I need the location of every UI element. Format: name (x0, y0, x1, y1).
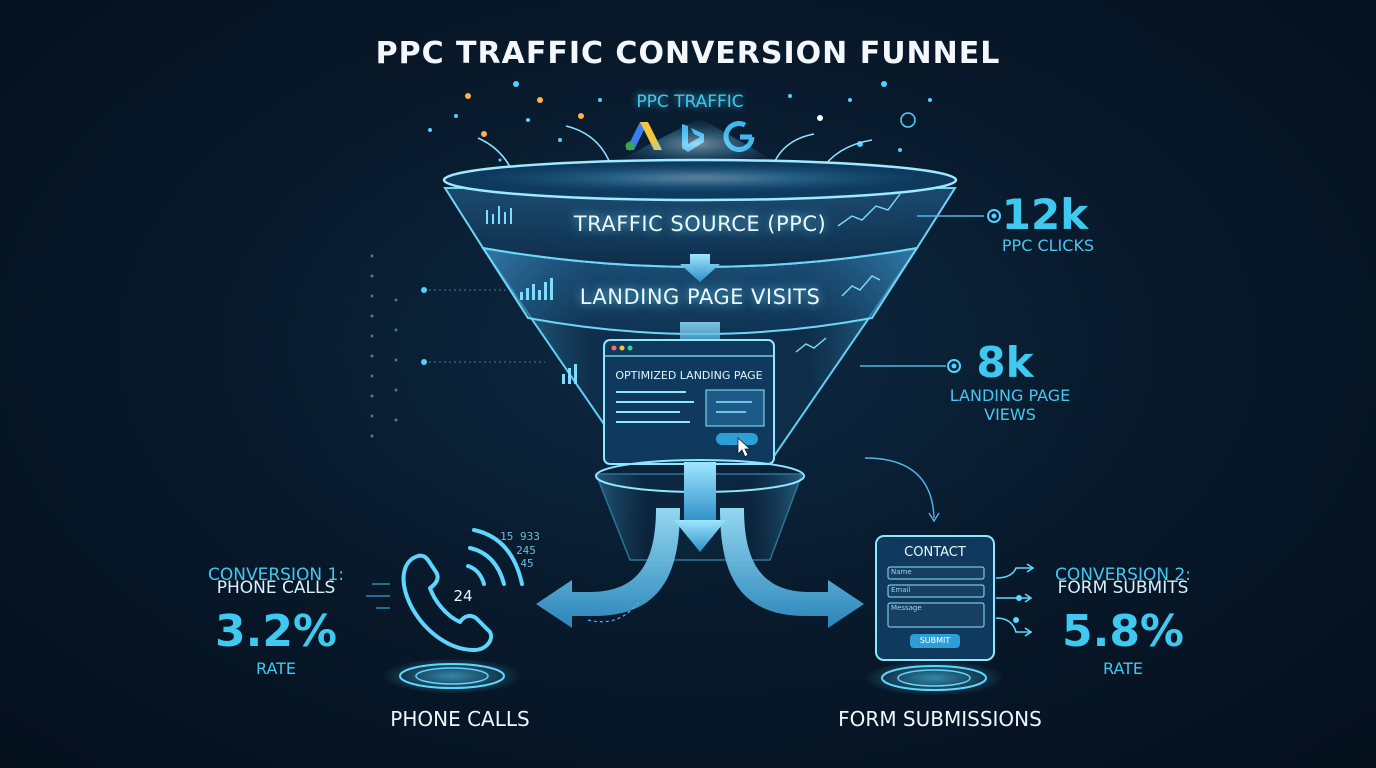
landing-page-window-title: OPTIMIZED LANDING PAGE (615, 369, 763, 382)
mini-bar-decoration (486, 206, 577, 384)
ppc-clicks-label: PPC CLICKS (1001, 236, 1095, 255)
stage-landing-visits-label: LANDING PAGE VISITS (579, 285, 821, 309)
digits-line-3: 45 (520, 557, 534, 570)
contact-form-card (875, 535, 995, 661)
connector-node (947, 359, 961, 373)
conversion-2-rate-label: RATE (1102, 659, 1144, 678)
phone-icon (401, 553, 493, 652)
name-field-placeholder: Name (891, 568, 912, 576)
split-arrows (536, 462, 864, 628)
connector-dot (421, 287, 427, 293)
contact-form-title: CONTACT (904, 545, 966, 560)
sparkle-particles (428, 81, 932, 172)
conversion-1-heading: CONVERSION 1: (208, 565, 344, 585)
speed-lines (366, 583, 390, 609)
message-field-placeholder: Message (891, 604, 922, 612)
phone-badge-number: 24 (453, 587, 473, 605)
conversion-1-rate-label: RATE (255, 659, 297, 678)
ppc-clicks-value: 12k (1001, 190, 1089, 239)
conversion-2-rate: 5.8% (1061, 606, 1185, 657)
page-title: PPC TRAFFIC CONVERSION FUNNEL (375, 36, 1001, 71)
phone-calls-label: PHONE CALLS (390, 707, 530, 731)
conversion-2-subheading: FORM SUBMITS (1057, 578, 1189, 598)
digits-line-1: 15 933 (500, 530, 540, 543)
email-field-placeholder: Email (891, 586, 911, 594)
connector-node (987, 209, 1001, 223)
conversion-1-rate: 3.2% (214, 606, 338, 657)
submit-button-label: SUBMIT (919, 636, 951, 645)
landing-page-window (603, 339, 775, 465)
digits-line-2: 245 (516, 544, 536, 557)
down-arrow-icon (680, 254, 720, 282)
signal-waves-icon (466, 528, 524, 586)
connector-dot (421, 359, 427, 365)
cursor-icon (737, 437, 752, 458)
mini-chart-decoration (795, 193, 901, 353)
light-rays (604, 118, 790, 170)
stage-traffic-source-label: TRAFFIC SOURCE (PPC) (573, 212, 827, 236)
conversion-1-subheading: PHONE CALLS (216, 578, 336, 598)
dotted-grid-left (370, 254, 398, 438)
ppc-traffic-label: PPC TRAFFIC (636, 92, 744, 112)
landing-page-views-label-line2: VIEWS (984, 405, 1036, 424)
landing-page-views-value: 8k (976, 338, 1034, 387)
stat-connector-lines (860, 215, 984, 523)
form-submissions-label: FORM SUBMISSIONS (838, 707, 1042, 731)
conversion-2-heading: CONVERSION 2: (1055, 565, 1191, 585)
form-output-arrows (995, 563, 1035, 637)
landing-page-views-label-line1: LANDING PAGE (949, 386, 1071, 405)
